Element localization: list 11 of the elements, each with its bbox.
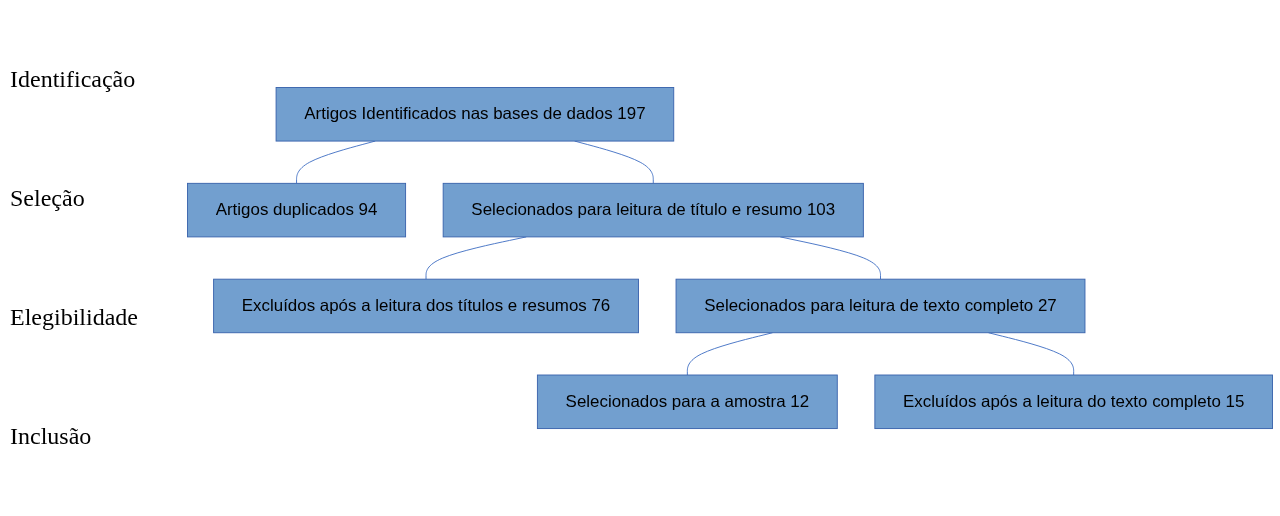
- node-box: Selecionados para leitura de título e resumo 103: [442, 182, 864, 238]
- stage-label: Inclusão: [10, 423, 93, 450]
- node-box: Artigos duplicados 94: [187, 182, 407, 238]
- stage-label: Identificação: [10, 66, 137, 93]
- node-box: Excluídos após a leitura do texto completo 15: [874, 374, 1273, 429]
- stage-label: Seleção: [10, 185, 86, 212]
- stage-label: Elegibilidade: [10, 304, 139, 331]
- node-box: Selecionados para a amostra 12: [536, 374, 838, 429]
- node-box: Selecionados para leitura de texto completo 27: [675, 278, 1086, 334]
- node-box: Excluídos após a leitura dos títulos e resumos 76: [213, 278, 639, 334]
- node-box: Artigos Identificados nas bases de dados 197: [275, 87, 675, 142]
